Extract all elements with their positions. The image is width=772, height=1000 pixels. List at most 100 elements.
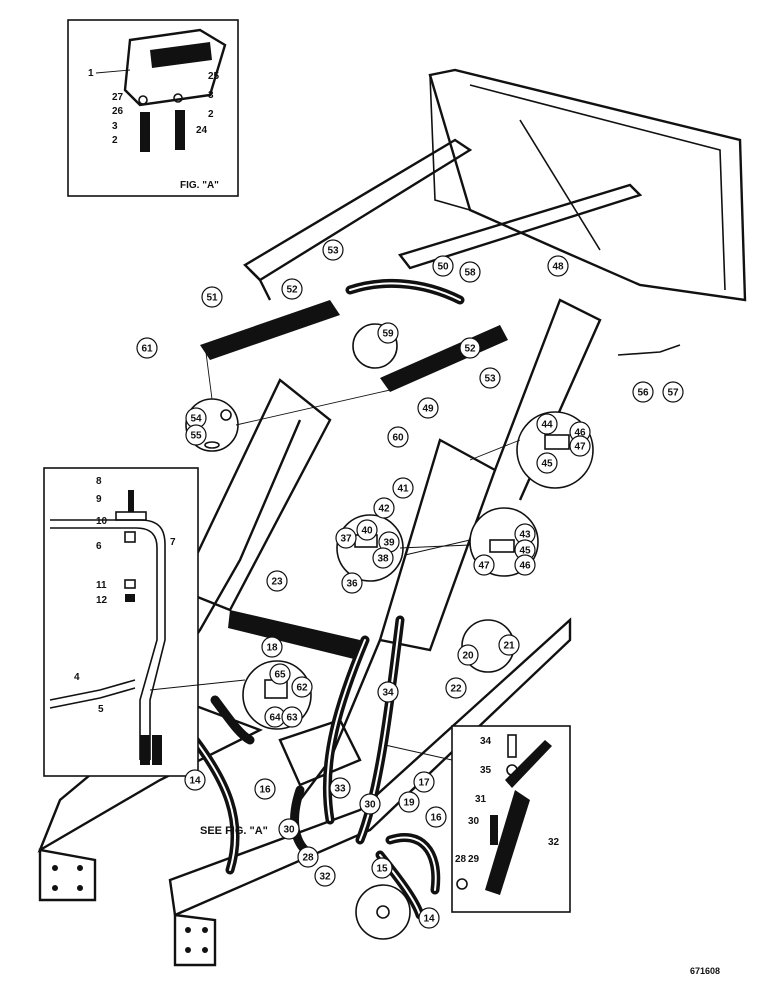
callout: 19 — [398, 791, 420, 813]
callout: 47 — [569, 435, 591, 457]
callout-number: 10 — [96, 516, 108, 527]
callout-number: 14 — [423, 914, 435, 925]
callout-number: 26 — [112, 106, 124, 117]
callout: 14 — [418, 907, 440, 929]
callout-number: 14 — [189, 776, 201, 787]
callout-number: 1 — [88, 68, 94, 79]
callout-number: 60 — [392, 433, 404, 444]
callout-number: 20 — [462, 651, 474, 662]
callout: 44 — [536, 413, 558, 435]
see-fig-a-label: SEE FIG. "A" — [200, 825, 268, 837]
callout-number: 52 — [464, 344, 476, 355]
callout: 49 — [417, 397, 439, 419]
callout: 50 — [432, 255, 454, 277]
callout-number: 38 — [377, 554, 389, 565]
callout-number: 47 — [574, 442, 586, 453]
callout-number: 22 — [450, 684, 462, 695]
callout-number: 32 — [548, 837, 560, 848]
callout: 17 — [413, 771, 435, 793]
callout: 58 — [459, 261, 481, 283]
tubing-inset-frame — [43, 467, 199, 777]
callout-number: 42 — [378, 504, 390, 515]
callout-number: 29 — [468, 854, 480, 865]
callout-number: 11 — [96, 580, 107, 591]
callout-number: 58 — [464, 268, 476, 279]
callout: 52 — [281, 278, 303, 300]
callout-number: 48 — [552, 262, 564, 273]
callout: 21 — [498, 634, 520, 656]
callout: 60 — [387, 426, 409, 448]
callout-number: 30 — [283, 825, 295, 836]
callout: 34 — [377, 681, 399, 703]
callout-number: 2 — [112, 135, 118, 146]
callout: 37 — [335, 527, 357, 549]
callout-number: 2 — [208, 109, 214, 120]
callout-number: 46 — [519, 561, 531, 572]
callout-number: 45 — [519, 546, 531, 557]
callout-number: 27 — [112, 92, 124, 103]
callout-number: 30 — [364, 800, 376, 811]
callout: 22 — [445, 677, 467, 699]
callout-number: 55 — [190, 431, 202, 442]
callout-number: 44 — [541, 420, 553, 431]
callout-number: 15 — [376, 864, 388, 875]
callout: 16 — [254, 778, 276, 800]
callout-number: 16 — [430, 813, 442, 824]
callout: 63 — [281, 706, 303, 728]
callout-number: 64 — [269, 713, 281, 724]
callout-number: 31 — [475, 794, 487, 805]
callout: 59 — [377, 322, 399, 344]
callout-number: 7 — [170, 537, 176, 548]
callout-number: 12 — [96, 595, 108, 606]
fig-a-frame — [67, 19, 239, 197]
callout-number: 45 — [541, 459, 553, 470]
callout: 33 — [329, 777, 351, 799]
callout-number: 52 — [286, 285, 298, 296]
callout-number: 5 — [98, 704, 104, 715]
callout-number: 65 — [274, 670, 286, 681]
catalog-number: 671608 — [690, 966, 720, 976]
callout-number: 30 — [468, 816, 480, 827]
callout-number: 35 — [480, 765, 492, 776]
callout-number: 47 — [478, 561, 490, 572]
callout-number: 54 — [190, 414, 202, 425]
callout-number: 63 — [286, 713, 298, 724]
callout-number: 37 — [340, 534, 352, 545]
callout: 20 — [457, 644, 479, 666]
callout: 42 — [373, 497, 395, 519]
callout-number: 51 — [206, 293, 218, 304]
loader-frame — [37, 68, 747, 967]
callout-number: 8 — [96, 476, 102, 487]
callout-number: 28 — [455, 854, 467, 865]
callout-number: 34 — [480, 736, 492, 747]
callout: 41 — [392, 477, 414, 499]
callout: 55 — [185, 424, 207, 446]
callout-number: 50 — [437, 262, 449, 273]
callout: 28 — [297, 846, 319, 868]
callout-number: 39 — [383, 538, 395, 549]
callout-number: 49 — [422, 404, 434, 415]
callout: 16 — [425, 806, 447, 828]
callout-number: 21 — [503, 641, 515, 652]
fitting-inset: 34 35 31 30 32 28 29 — [451, 725, 571, 913]
callout: 61 — [136, 337, 158, 359]
callout-number: 32 — [319, 872, 331, 883]
callout: 38 — [372, 547, 394, 569]
callout: 30 — [359, 793, 381, 815]
callout: 40 — [356, 519, 378, 541]
callout-number: 19 — [403, 798, 415, 809]
callout-number: 62 — [296, 683, 308, 694]
callout: 15 — [371, 857, 393, 879]
callout: 47 — [473, 554, 495, 576]
callout: 48 — [547, 255, 569, 277]
callout-number: 17 — [418, 778, 430, 789]
callout: 65 — [269, 663, 291, 685]
callout-number: 57 — [667, 388, 679, 399]
callout: 36 — [341, 572, 363, 594]
callout: 62 — [291, 676, 313, 698]
callout: 45 — [536, 452, 558, 474]
callout-number: 18 — [266, 643, 278, 654]
callout-number: 16 — [259, 785, 271, 796]
callout-number: 23 — [271, 577, 283, 588]
